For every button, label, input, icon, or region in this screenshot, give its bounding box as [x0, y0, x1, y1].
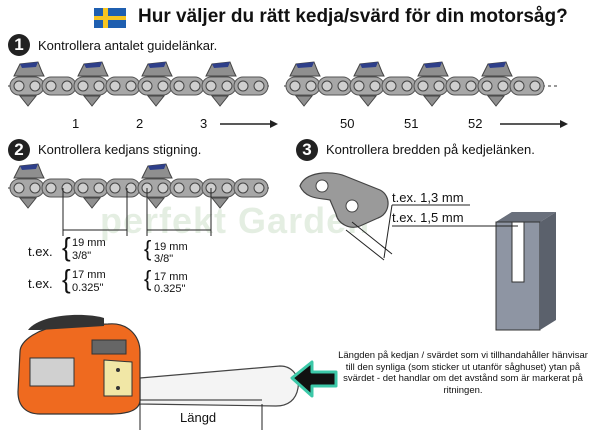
link-label-2: 2: [136, 116, 144, 131]
width-example-1: t.ex. 1,3 mm: [392, 190, 464, 205]
pitch-example-2-mm: 17 mm: [72, 269, 106, 281]
length-explanation-note: Längden på kedjan / svärdet som vi tillh…: [338, 350, 588, 396]
step-2-text: Kontrollera kedjans stigning.: [38, 142, 202, 157]
step-3-text: Kontrollera bredden på kedjelänken.: [326, 142, 535, 157]
width-example-2: t.ex. 1,5 mm: [392, 210, 464, 225]
step-3-badge: 3: [296, 139, 318, 161]
step-2-badge: 2: [8, 139, 30, 161]
pitch-example-3-mm: 19 mm: [154, 241, 188, 253]
link-label-1: 1: [72, 116, 80, 131]
brace-3: {: [144, 236, 152, 261]
link-label-52: 52: [468, 116, 483, 131]
pitch-example-2-prefix: t.ex.: [28, 276, 53, 291]
chain-link-width-illustration: [299, 172, 470, 261]
length-label: Längd: [180, 410, 217, 425]
arrow-step1-middle: [220, 120, 278, 128]
chain-step1-right: [284, 61, 560, 107]
pitch-example-2-inch: 0.325": [72, 282, 104, 294]
arrow-step1-right: [500, 120, 568, 128]
brace-4: {: [144, 266, 152, 291]
page-title: Hur väljer du rätt kedja/svärd för din m…: [138, 6, 568, 27]
brace-1: {: [62, 232, 71, 262]
step-1-badge: 1: [8, 34, 30, 56]
swedish-flag-icon: [94, 8, 126, 28]
watermark-text: perfekt Garden: [100, 200, 371, 241]
pitch-example-1-prefix: t.ex.: [28, 244, 53, 259]
chainsaw-illustration: [17, 314, 299, 430]
brace-2: {: [62, 264, 71, 294]
link-label-51: 51: [404, 116, 419, 131]
link-label-50: 50: [340, 116, 355, 131]
pitch-example-1-mm: 19 mm: [72, 237, 106, 249]
chain-step2: [8, 163, 272, 236]
pitch-example-1-inch: 3/8": [72, 250, 92, 262]
arrow-left-icon: [290, 360, 338, 398]
pitch-example-4-inch: 0.325": [154, 283, 186, 295]
pitch-example-4-mm: 17 mm: [154, 271, 188, 283]
step-1-text: Kontrollera antalet guidelänkar.: [38, 38, 218, 53]
pitch-example-3-inch: 3/8": [154, 253, 174, 265]
link-label-3: 3: [200, 116, 208, 131]
guide-bar-cross-section: [470, 212, 556, 331]
chain-step1-left: [8, 61, 270, 107]
